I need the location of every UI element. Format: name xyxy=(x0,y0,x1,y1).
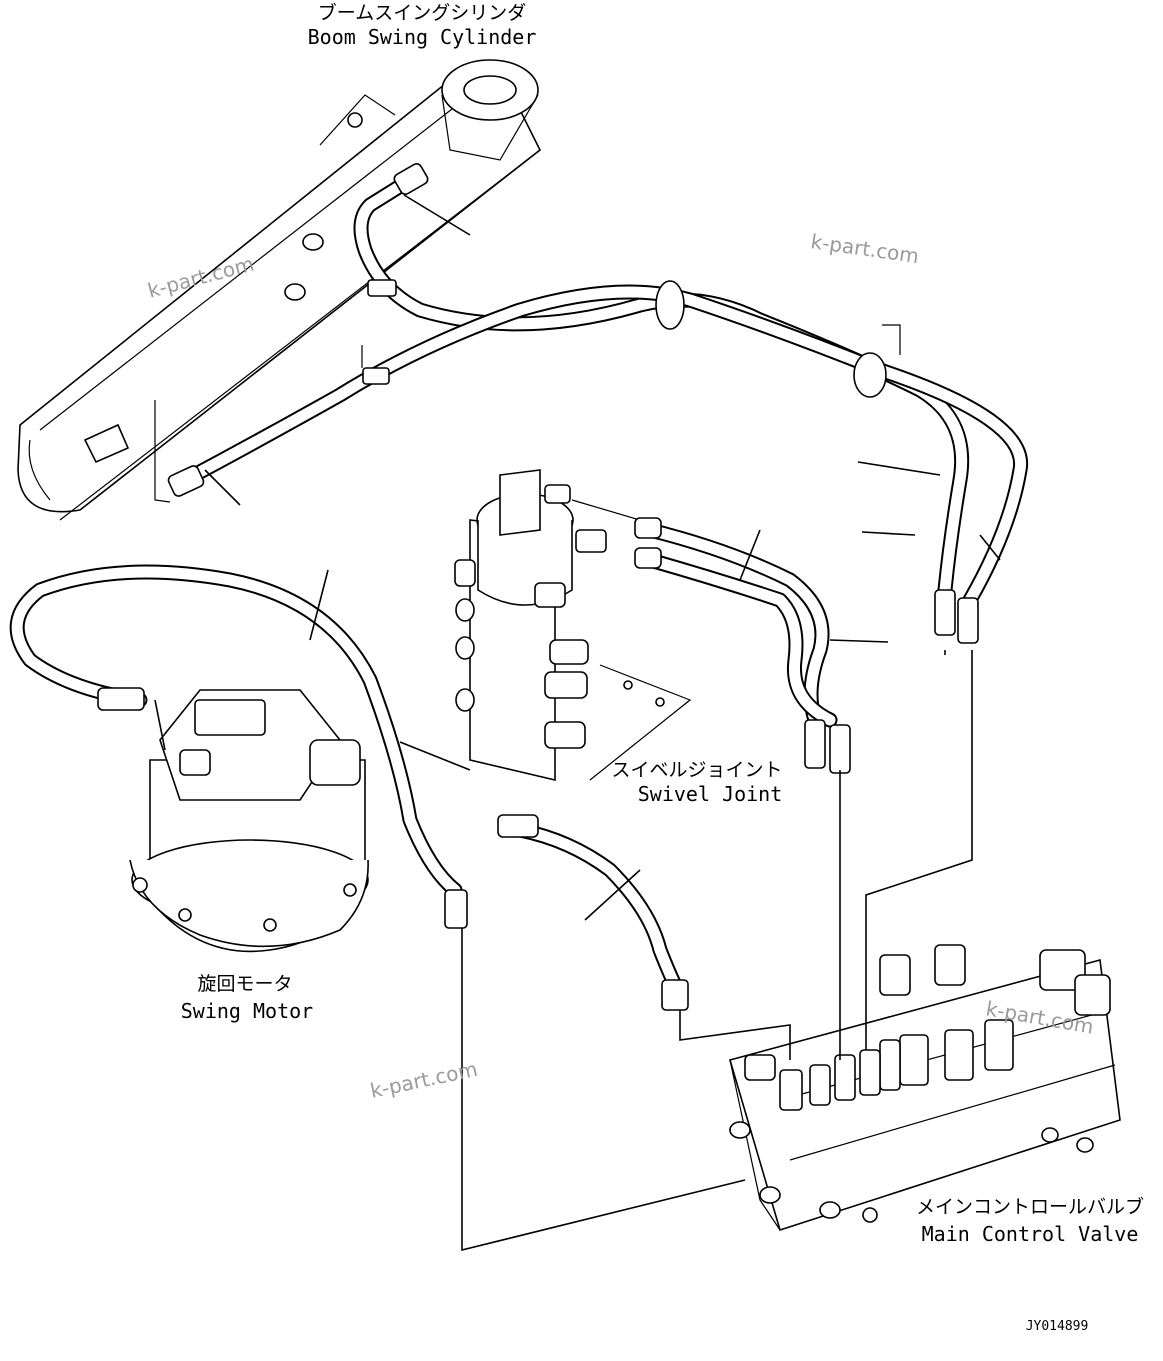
main-control-valve-label: Main Control Valve xyxy=(922,1222,1139,1246)
swivel-joint xyxy=(454,469,692,782)
drawing-code: JY014899 xyxy=(1026,1319,1089,1334)
swivel-joint-label: Swivel Joint xyxy=(638,782,783,806)
watermark: k-part.com xyxy=(368,1057,480,1103)
boom-swing-cylinder xyxy=(17,59,542,521)
watermark: k-part.com xyxy=(809,229,920,268)
swing-motor-label-jp: 旋回モータ xyxy=(197,973,292,995)
swing-motor-label: Swing Motor xyxy=(181,999,313,1023)
swivel-joint-label-jp: スイベルジョイント xyxy=(611,759,782,781)
connection-lines xyxy=(154,194,1001,1252)
swing-motor-hoses xyxy=(9,564,689,1011)
boom-cylinder-hoses xyxy=(167,163,1029,644)
boom-swing-cylinder-label-jp: ブームスイングシリンダ xyxy=(318,1,526,24)
boom-swing-cylinder-label: Boom Swing Cylinder xyxy=(308,25,537,49)
main-control-valve-label-jp: メインコントロールバルブ xyxy=(916,1195,1144,1218)
swing-motor xyxy=(129,689,369,953)
main-control-valve xyxy=(729,944,1121,1232)
swivel-joint-hoses xyxy=(634,517,851,774)
